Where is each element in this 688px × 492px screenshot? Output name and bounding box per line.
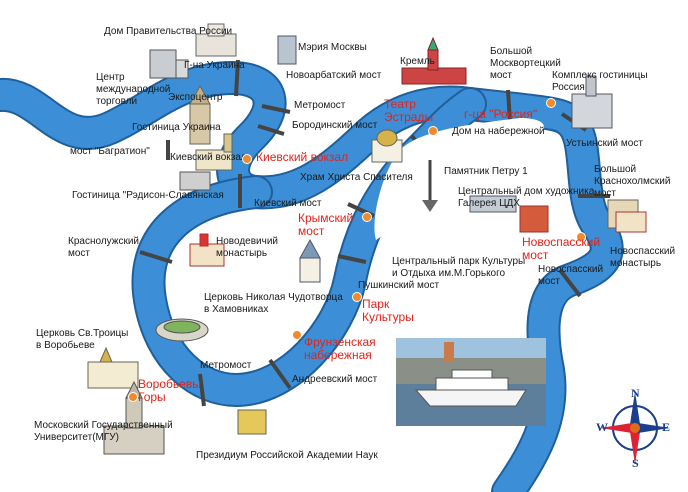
- bridge-metromost-top: [261, 104, 291, 114]
- radisson-icon: [179, 171, 211, 191]
- label-tserkov-nikolaya: Церковь Николая Чудотворца в Хамовниках: [204, 292, 343, 315]
- mgu-icon: [103, 380, 165, 455]
- stop-label-krymsky-most: Крымский мост: [298, 211, 354, 238]
- label-tserkov-troitsy: Церковь Св.Троицы в Воробьеве: [36, 328, 129, 351]
- stop-label-g-tsa-rossiya: г-ца "Россия": [464, 107, 538, 121]
- label-most-bagration: мост "Багратион": [70, 146, 150, 157]
- label-pushkinsky-most: Пушкинский мост: [358, 280, 440, 291]
- bridge-borodinsky: [257, 124, 285, 136]
- label-novospassky-monastyr: Новоспасский монастырь: [610, 246, 676, 269]
- bridge-andreevsky: [268, 358, 292, 390]
- label-novodevichy: Новодевичий монастырь: [216, 236, 279, 259]
- compass-s: S: [632, 456, 639, 470]
- compass-w: W: [596, 420, 608, 434]
- label-ekspotsentr: Экспоцентр: [168, 92, 223, 103]
- kreml-icon: [401, 36, 467, 85]
- label-novoarbatsky-most: Новоарбатский мост: [286, 70, 382, 81]
- label-gostinitsa-ukraina: Гостиница Украина: [132, 122, 221, 133]
- label-mgu: Московский Государственный Университет(М…: [34, 420, 173, 443]
- luzhniki-icon: [155, 318, 209, 342]
- label-krasnoluzhsky-most: Краснолужский мост: [68, 236, 139, 259]
- dom-pravitelstva-icon: [195, 23, 237, 57]
- bridge-krasnoluzhsky: [139, 250, 173, 264]
- river-boat-illustration: [396, 338, 546, 426]
- label-tsdkh: Центральный дом художника Галерея ЦДХ: [458, 186, 595, 209]
- tserkov-nikolaya-icon: [299, 238, 321, 283]
- label-novospassky-most-black: Новоспасский мост: [538, 264, 604, 287]
- compass-e: E: [662, 420, 671, 434]
- label-tsmt: Центр международной торговли: [96, 72, 171, 107]
- label-khram-khrista: Храм Христа Спасителя: [300, 172, 413, 183]
- stop-marker-novospassky-most: [576, 232, 586, 242]
- river-water: [0, 62, 622, 492]
- tsdkh-icon: [469, 195, 517, 213]
- rossiya-icon: [571, 75, 613, 129]
- label-borodinsky-most: Бородинский мост: [292, 120, 378, 131]
- label-prezidium: Президиум Российской Академии Наук: [196, 450, 378, 461]
- bridge-novospassky: [558, 268, 582, 298]
- kievsky-vokzal-icon: [195, 133, 233, 171]
- stop-label-teatr-estrady: Театр Эстрады: [384, 97, 434, 124]
- tserkov-troitsy-icon: [87, 346, 139, 389]
- stop-marker-g-tsa-rossiya: [546, 98, 556, 108]
- bridge-novoarbatsky: [234, 59, 240, 97]
- stop-label-novospassky-most: Новоспасский мост: [522, 235, 601, 262]
- label-g-na-ukraina: Г-на Украина: [184, 60, 245, 71]
- label-metromost-top: Метромост: [294, 100, 346, 111]
- label-dom-na-naberezhnoy: Дом на набережной: [452, 126, 545, 137]
- stop-marker-park-kultury: [352, 292, 362, 302]
- novodevichy-icon: [189, 233, 225, 267]
- stop-label-frunzenskaya: Фрунзенская набережная: [304, 335, 376, 362]
- label-radisson: Гостиница "Рэдисон-Славянская: [72, 190, 224, 201]
- label-andreevsky-most: Андреевский мост: [292, 374, 378, 385]
- label-meriya: Мэрия Москвы: [298, 42, 367, 53]
- label-kievsky-vokzal-black: Киевский вокзал: [170, 152, 247, 163]
- label-kreml: Кремль: [400, 56, 435, 67]
- prezidium-icon: [237, 409, 267, 435]
- bridge-metromost-bottom: [198, 373, 206, 407]
- meriya-icon: [277, 35, 297, 65]
- river-boat-photo: [396, 338, 546, 426]
- label-dom-pravitelstva: Дом Правительства России: [104, 26, 233, 37]
- label-ustinsky-most: Устьинский мост: [566, 138, 643, 149]
- label-kompleks-rossiya: Комплекс гостиницы Россия: [552, 70, 648, 93]
- bridge-moskvoretsky: [506, 89, 512, 123]
- label-pamyatnik-petru: Памятник Петру 1: [444, 166, 528, 177]
- gostinitsa-ukraina-icon: [189, 84, 211, 145]
- stop-label-park-kultury: Парк Культуры: [362, 297, 414, 324]
- novospassky-monastyr-icon: [615, 211, 647, 233]
- label-bolshoy-moskvoretsky: Большой Москвортецкий мост: [490, 46, 561, 81]
- label-metromost-bottom: Метромост: [200, 360, 252, 371]
- compass-n: N: [631, 386, 640, 400]
- stop-marker-vorobyovy-gory: [128, 392, 138, 402]
- label-kievsky-most: Киевский мост: [254, 198, 322, 209]
- novospassky-church-icon: [519, 205, 549, 233]
- island: [374, 118, 545, 240]
- compass-rose: N S E W: [596, 386, 674, 470]
- stop-marker-frunzenskaya: [292, 330, 302, 340]
- petr-monument-icon: [422, 160, 438, 212]
- stop-marker-kievsky-vokzal: [242, 154, 252, 164]
- stop-label-kievsky-vokzal: Киевский вокзал: [256, 150, 349, 164]
- label-tspkio: Центральный парк Культуры и Отдыха им.М.…: [392, 256, 526, 279]
- bridge-pushkinsky: [337, 254, 367, 264]
- stop-marker-krymsky-most: [362, 212, 372, 222]
- stop-label-vorobyovy-gory: Воробьевы Горы: [138, 377, 201, 404]
- khram-khrista-icon: [371, 129, 403, 163]
- stop-marker-teatr-estrady: [428, 126, 438, 136]
- label-bolshoy-krasnokholmsky: Большой Краснохолмский мост: [594, 164, 671, 199]
- tsmt-icon: [149, 49, 189, 79]
- compass-icon: [600, 392, 670, 464]
